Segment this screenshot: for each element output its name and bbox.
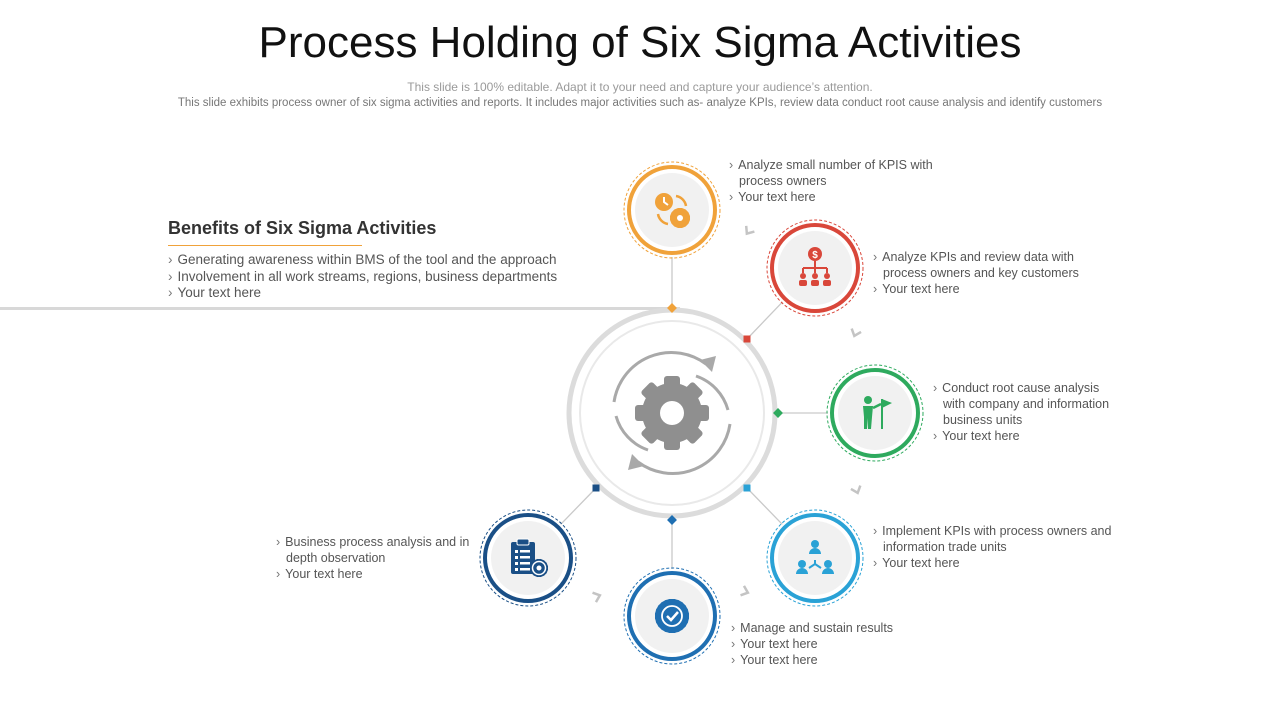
chevron-icon	[592, 591, 602, 603]
activity-node: $	[766, 219, 864, 317]
junction-marker	[773, 408, 783, 418]
bullet-glyph: ›	[729, 190, 734, 204]
activity-text-block: ›Business process analysis and in depth …	[276, 534, 476, 582]
activity-text-line: ›Your text here	[873, 556, 960, 570]
activity-nodes: $	[479, 161, 924, 665]
node-fill	[635, 173, 709, 247]
spoke-line	[560, 487, 597, 525]
activity-text-block: ›Conduct root cause analysis with compan…	[933, 380, 1113, 444]
spoke-line	[746, 487, 783, 525]
bullet-glyph: ›	[731, 637, 736, 651]
bullet-glyph: ›	[276, 535, 281, 549]
activity-text-block: ›Analyze KPIs and review data with proce…	[873, 249, 1103, 297]
spoke-connectors	[560, 257, 828, 569]
activity-text-line: ›Your text here	[933, 429, 1020, 443]
activity-text-block: ›Analyze small number of KPIS with proce…	[729, 157, 959, 205]
junction-marker	[667, 303, 677, 313]
activity-node	[826, 364, 924, 462]
bullet-glyph: ›	[168, 252, 173, 267]
spoke-line	[746, 301, 783, 340]
bullet-glyph: ›	[873, 524, 878, 538]
activity-text-line: ›Your text here	[276, 567, 363, 581]
bullet-glyph: ›	[731, 621, 736, 635]
people-network-icon	[796, 540, 834, 574]
badge-check-icon	[654, 598, 690, 634]
flow-chevrons	[592, 225, 862, 603]
svg-text:$: $	[812, 250, 818, 261]
bullet-glyph: ›	[933, 381, 938, 395]
junction-marker	[667, 515, 677, 525]
bullet-glyph: ›	[168, 268, 173, 284]
activity-text-line: ›Conduct root cause analysis with compan…	[933, 381, 1110, 427]
node-dashed-ring	[479, 509, 577, 607]
clipboard-gear-icon	[511, 538, 549, 578]
bullet-glyph: ›	[873, 282, 878, 296]
horizontal-connector-line	[0, 307, 680, 310]
activity-node	[623, 161, 721, 259]
dollar-hierarchy-icon: $	[799, 247, 831, 286]
activity-node	[766, 509, 864, 607]
benefits-list: ›Generating awareness within BMS of the …	[168, 252, 628, 302]
activity-node	[479, 509, 577, 607]
chevron-icon	[850, 328, 862, 338]
activity-node	[623, 567, 721, 665]
benefits-section: Benefits of Six Sigma Activities ›Genera…	[168, 218, 628, 302]
activity-text-line: ›Analyze KPIs and review data with proce…	[873, 250, 1079, 280]
node-dashed-ring	[623, 567, 721, 665]
activity-text-line: ›Business process analysis and in depth …	[276, 535, 470, 565]
node-dashed-ring	[766, 509, 864, 607]
activity-text-line: ›Implement KPIs with process owners and …	[873, 524, 1112, 554]
node-dashed-ring	[623, 161, 721, 259]
junction-marker	[743, 484, 751, 492]
chevron-icon	[850, 485, 862, 495]
activity-text-line: ›Manage and sustain results	[731, 621, 894, 635]
node-fill	[838, 376, 912, 450]
bullet-glyph: ›	[168, 285, 173, 300]
bullet-glyph: ›	[873, 556, 878, 570]
activity-text-line: ›Your text here	[873, 282, 960, 296]
benefits-item: ›Your text here	[168, 285, 262, 300]
bullet-glyph: ›	[731, 653, 736, 667]
chevron-icon	[740, 585, 750, 597]
junction-marker	[743, 335, 751, 343]
benefits-item: ›Generating awareness within BMS of the …	[168, 252, 557, 267]
activity-text-line: ›Analyze small number of KPIS with proce…	[729, 158, 933, 188]
subtitle-description: This slide exhibits process owner of six…	[177, 97, 1103, 109]
benefits-item: ›Involvement in all work streams, region…	[168, 268, 558, 284]
bullet-glyph: ›	[276, 567, 281, 581]
activity-text-block: ›Manage and sustain results ›Your text he…	[731, 620, 931, 668]
node-fill	[778, 521, 852, 595]
activity-text-line: ›Your text here	[731, 637, 818, 651]
benefits-heading: Benefits of Six Sigma Activities	[168, 218, 437, 238]
subtitle-editable-note: This slide is 100% editable. Adapt it to…	[407, 80, 873, 94]
junction-marker	[592, 484, 600, 492]
bullet-glyph: ›	[933, 429, 938, 443]
gear-cycle-icon	[612, 351, 732, 475]
activity-text-line: ›Your text here	[731, 653, 818, 667]
page-title: Process Holding of Six Sigma Activities	[258, 18, 1022, 67]
bullet-glyph: ›	[729, 158, 734, 172]
person-flag-icon	[863, 396, 892, 429]
clock-gear-icon	[655, 193, 691, 229]
node-dashed-ring	[826, 364, 924, 462]
activity-text-block: ›Implement KPIs with process owners and …	[873, 523, 1113, 571]
chevron-icon	[744, 225, 755, 236]
bullet-glyph: ›	[873, 250, 878, 264]
benefits-underline	[168, 245, 362, 246]
node-dashed-ring	[766, 219, 864, 317]
activity-text-line: ›Your text here	[729, 190, 816, 204]
